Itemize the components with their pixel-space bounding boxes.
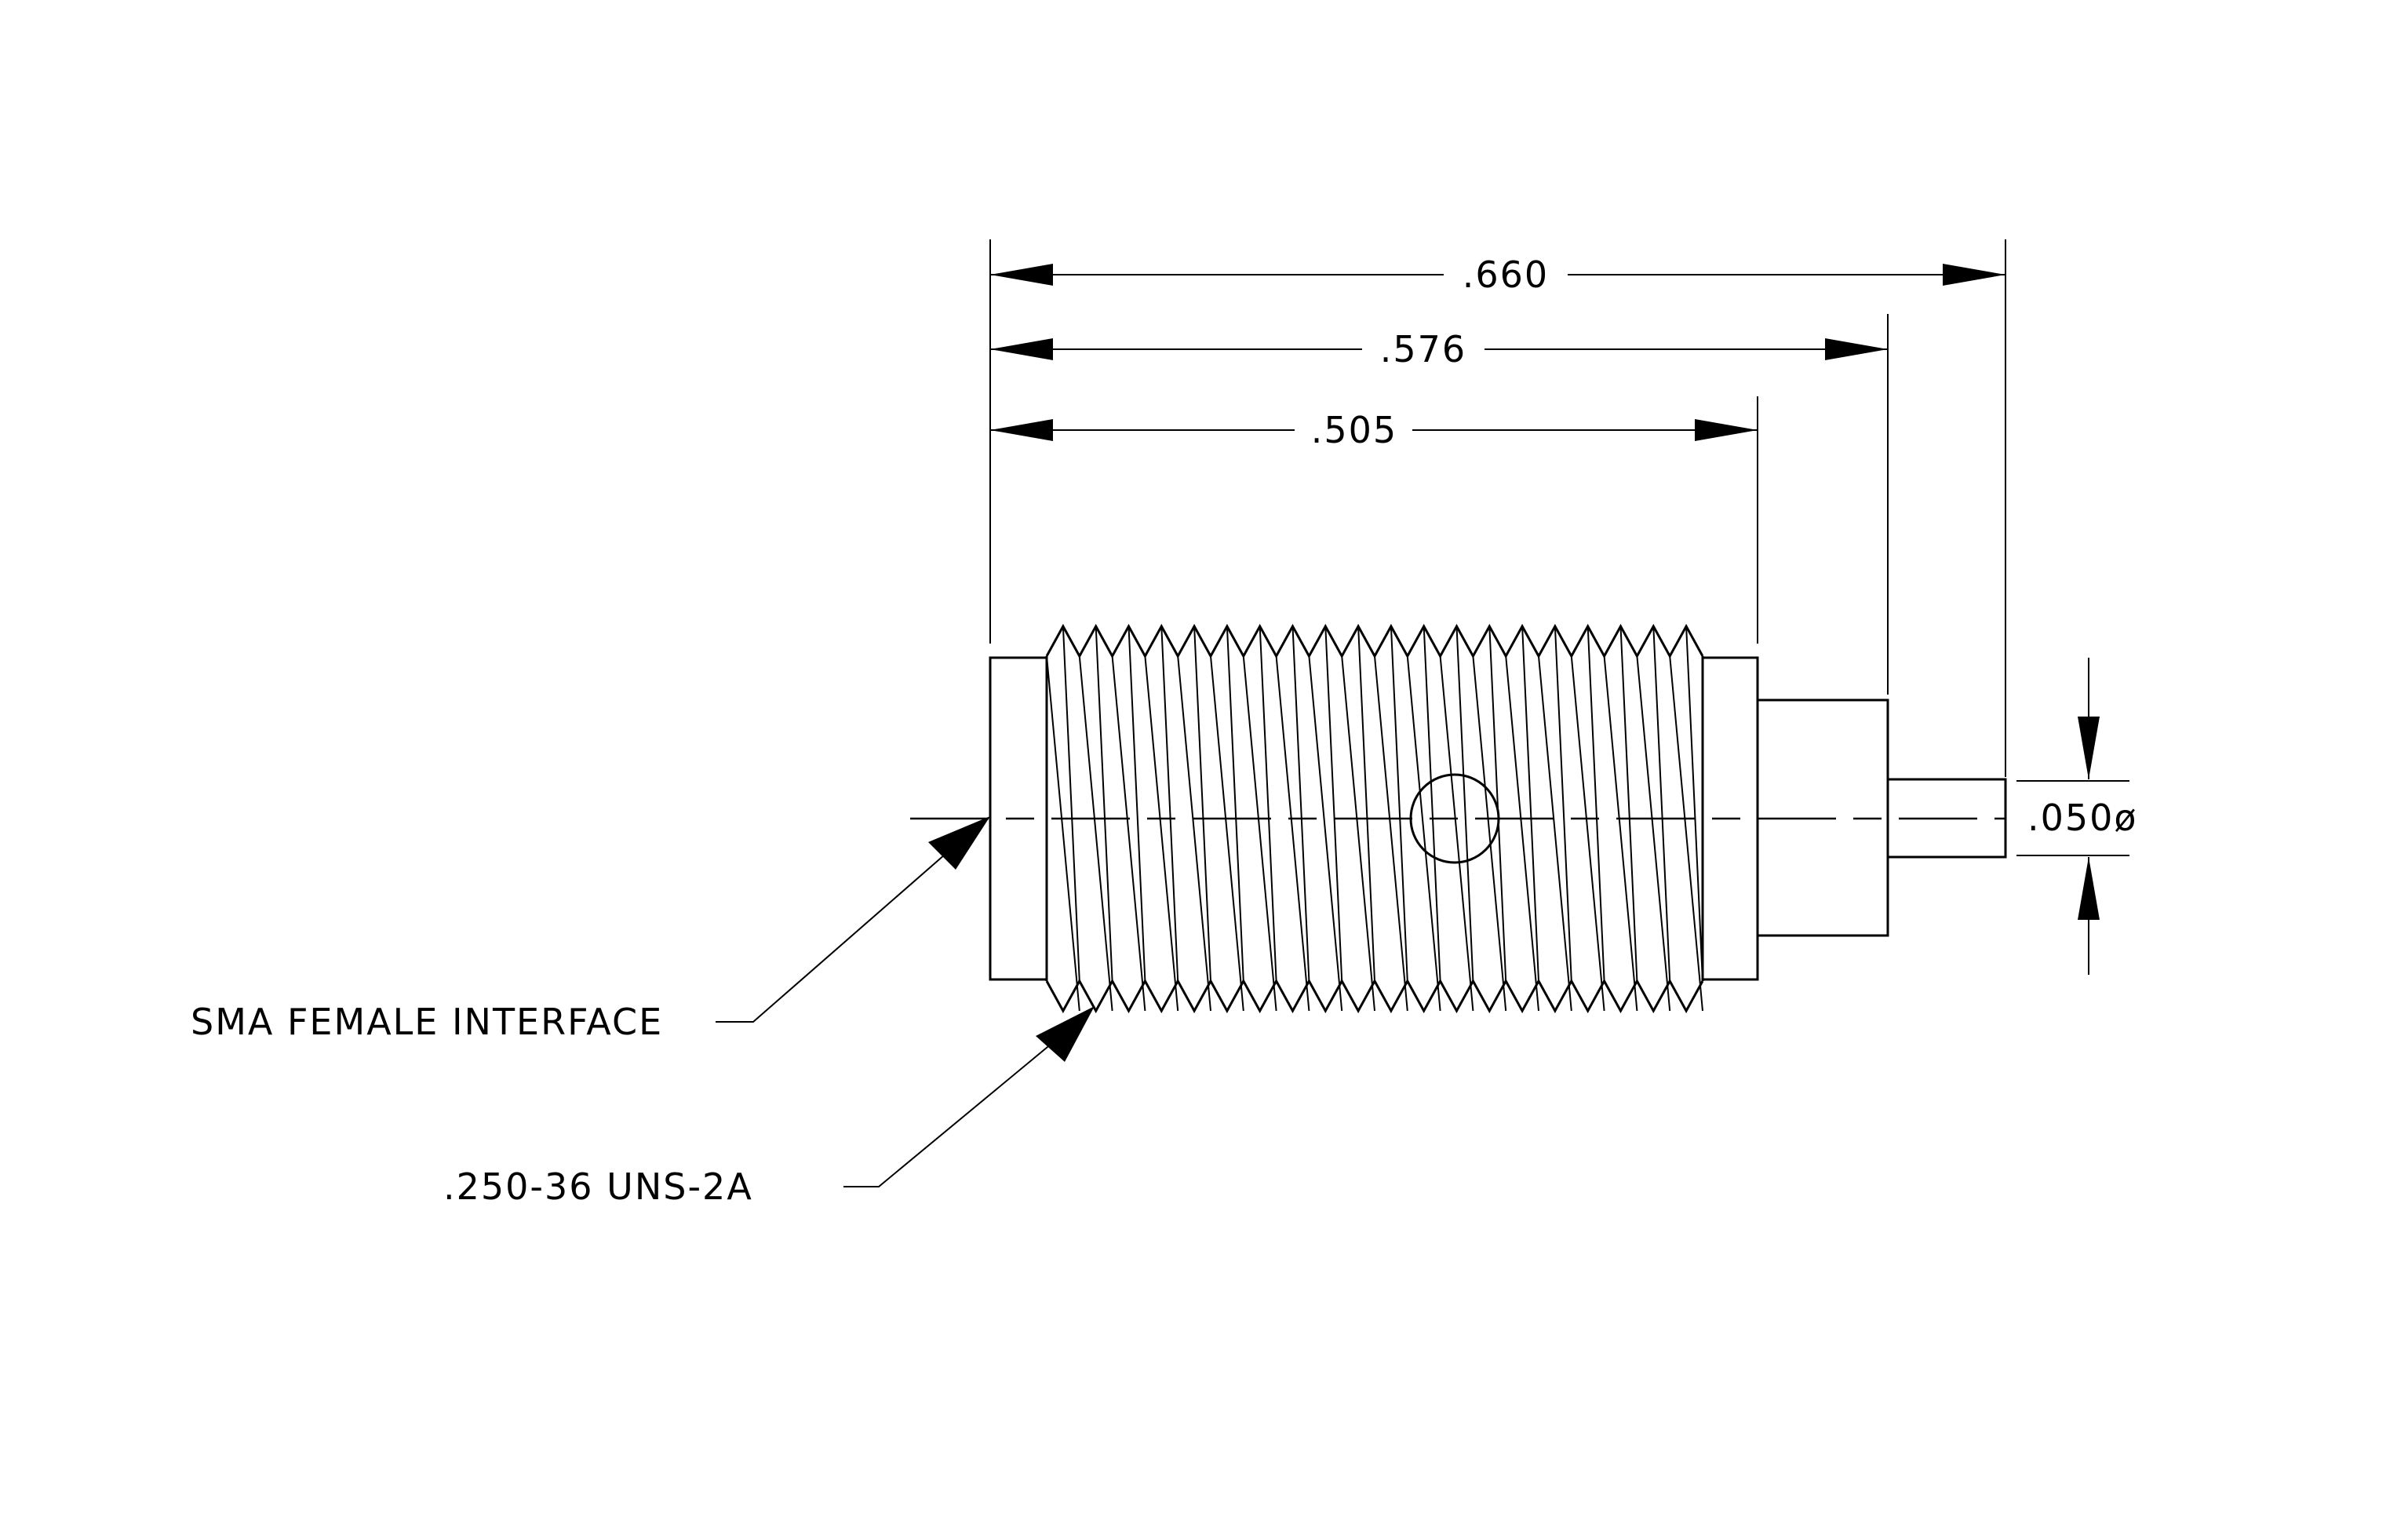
thread-helix-line — [1144, 655, 1179, 1012]
thread-top-profile — [1045, 623, 1704, 659]
thread-helix-line — [1259, 626, 1277, 982]
thread-helix-line — [1308, 655, 1343, 1012]
thread-helix-line — [1505, 655, 1539, 1012]
thread-helix-line — [1538, 655, 1572, 1012]
callout-label-interface: SMA FEMALE INTERFACE — [191, 1001, 663, 1043]
thread-helix-line — [1669, 655, 1703, 1012]
callout-label-thread: .250-36 UNS-2A — [443, 1165, 753, 1208]
thread-helix-line — [1570, 655, 1605, 1012]
thread-helix-line — [1193, 626, 1211, 982]
dimension-label-mid: .576 — [1380, 328, 1466, 370]
thread-helix-line — [1275, 655, 1310, 1012]
thread-helix-line — [1242, 655, 1277, 1012]
callout-interface: SMA FEMALE INTERFACE — [191, 816, 990, 1043]
thread-helix-line — [1046, 655, 1080, 1012]
thread-helix-line — [1439, 655, 1474, 1012]
dimension-body-length: .505 — [990, 409, 1758, 451]
thread-helix-line — [1521, 626, 1539, 982]
thread-helix-line — [1652, 626, 1671, 982]
thread-helix-line — [1554, 626, 1572, 982]
thread-helix-line — [1423, 626, 1441, 982]
dimension-mid-length: .576 — [990, 328, 1888, 370]
thread-helix-line — [1374, 655, 1408, 1012]
thread-helix-line — [1341, 655, 1375, 1012]
thread-helix-line — [1406, 655, 1441, 1012]
thread-helix-line — [1636, 655, 1671, 1012]
thread-helix-line — [1603, 655, 1638, 1012]
thread-helix-line — [1177, 655, 1211, 1012]
thread-helix-line — [1160, 626, 1179, 982]
dimension-label-body: .505 — [1311, 409, 1397, 451]
thread-helix-line — [1390, 626, 1408, 982]
dimension-pin-diameter: .050ø — [2027, 658, 2138, 975]
callout-thread: .250-36 UNS-2A — [443, 1006, 1095, 1208]
thread-helix-line — [1095, 626, 1113, 982]
thread-helix-line — [1226, 626, 1244, 982]
thread-helix-line — [1111, 655, 1146, 1012]
thread-helix-line — [1357, 626, 1375, 982]
thread-helix-line — [1685, 626, 1703, 982]
thread-helix-line — [1324, 626, 1343, 982]
thread-helix-line — [1455, 626, 1474, 982]
extension-lines — [989, 239, 2129, 856]
thread-section — [1045, 623, 1704, 1014]
thread-helix-line — [1127, 626, 1146, 982]
thread-helix-line — [1472, 655, 1507, 1012]
thread-helix-line — [1619, 626, 1638, 982]
thread-helix-line — [1587, 626, 1605, 982]
thread-helix-line — [1488, 626, 1507, 982]
thread-helix-line — [1078, 655, 1113, 1012]
thread-helix-line — [1210, 655, 1244, 1012]
dimension-label-overall: .660 — [1463, 254, 1549, 296]
dimension-overall-length: .660 — [990, 254, 2005, 296]
dimension-label-pin: .050ø — [2027, 797, 2138, 839]
thread-helix-line — [1062, 626, 1080, 982]
thread-helix-line — [1291, 626, 1310, 982]
